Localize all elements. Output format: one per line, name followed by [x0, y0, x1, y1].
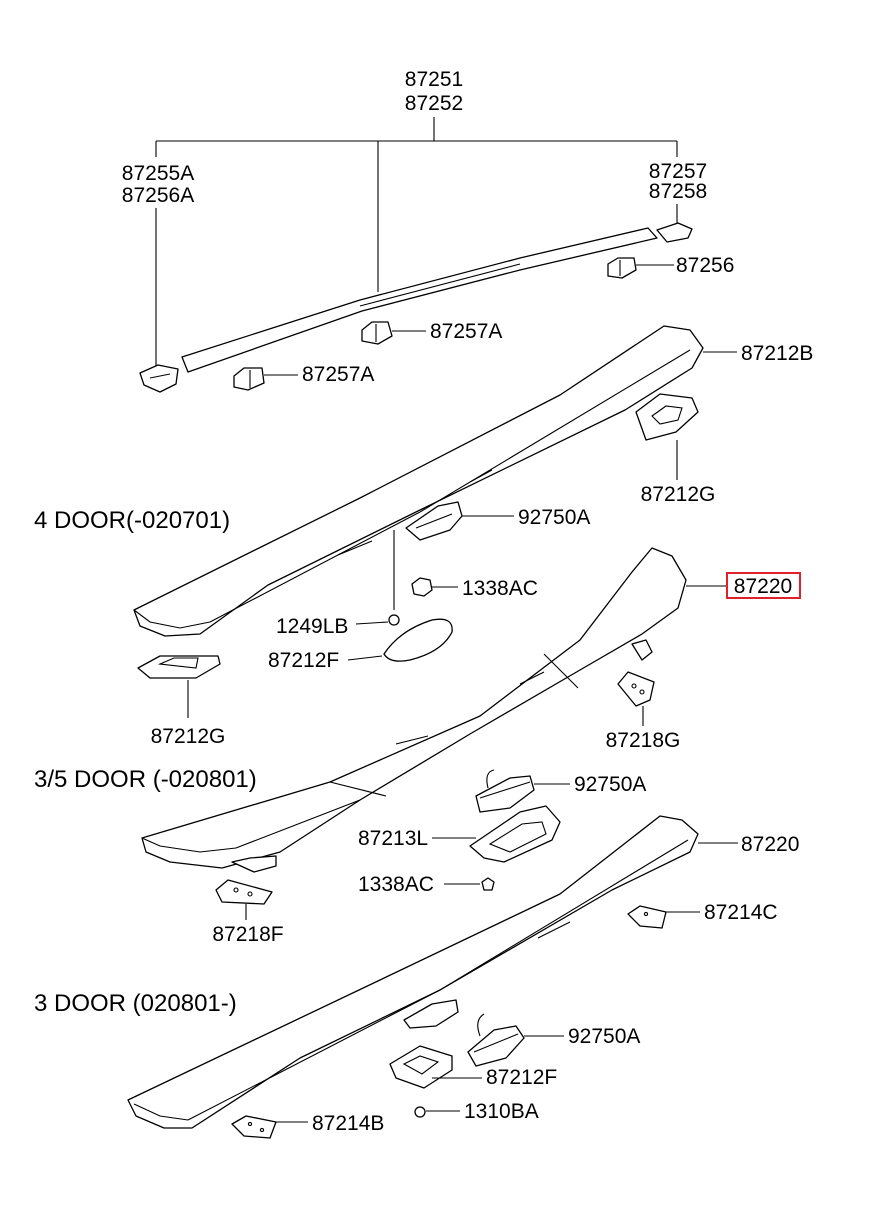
- highlight-box-87220: [726, 572, 801, 599]
- callout-87212G-right[interactable]: 87212G: [641, 483, 716, 506]
- nut-1310BA[interactable]: [414, 1106, 460, 1118]
- callout-87257A-lower[interactable]: 87257A: [302, 363, 374, 386]
- end-cap-right[interactable]: [656, 222, 693, 243]
- callout-87257[interactable]: 87257: [649, 160, 707, 183]
- callout-1338AC-35door[interactable]: 1338AC: [358, 873, 434, 896]
- molding-strip[interactable]: [181, 227, 658, 373]
- callout-1310BA[interactable]: 1310BA: [464, 1100, 539, 1123]
- spoiler-3door[interactable]: [127, 815, 738, 1129]
- callout-87213L[interactable]: 87213L: [358, 827, 428, 850]
- callout-87214C[interactable]: 87214C: [704, 901, 778, 924]
- pad-87212G-left[interactable]: [137, 655, 221, 718]
- callout-87257A-upper[interactable]: 87257A: [430, 320, 502, 343]
- callout-87212F-3door[interactable]: 87212F: [486, 1066, 557, 1089]
- callout-87258[interactable]: 87258: [649, 180, 707, 203]
- callout-87256[interactable]: 87256: [676, 254, 734, 277]
- bracket-87218G[interactable]: [617, 671, 655, 726]
- bracket-87214C[interactable]: [627, 905, 700, 929]
- bracket-87214B[interactable]: [231, 1115, 308, 1139]
- lamp-92750A-4door[interactable]: [405, 501, 514, 541]
- pad-87212G-right[interactable]: [635, 393, 699, 480]
- callout-87251[interactable]: 87251: [405, 68, 463, 91]
- clip-87257A-lower[interactable]: [233, 367, 298, 391]
- lamp-92750A-35door[interactable]: [475, 769, 570, 813]
- section-title-3door: 3 DOOR (020801-): [34, 990, 237, 1017]
- top-leader-tree: [155, 117, 678, 370]
- pad-87212F-4door[interactable]: [347, 618, 453, 662]
- callout-87255A[interactable]: 87255A: [122, 162, 194, 185]
- section-title-35door: 3/5 DOOR (-020801): [34, 766, 257, 793]
- callout-87252[interactable]: 87252: [405, 92, 463, 115]
- callout-92750A-35door[interactable]: 92750A: [574, 773, 646, 796]
- pad-87212F-3door[interactable]: [389, 1045, 482, 1089]
- section-title-4door: 4 DOOR(-020701): [34, 507, 230, 534]
- callout-87256A[interactable]: 87256A: [122, 184, 194, 207]
- nut-1338AC-35door[interactable]: [444, 877, 495, 891]
- callout-87212F-4door[interactable]: 87212F: [268, 649, 339, 672]
- callout-92750A-4door[interactable]: 92750A: [518, 506, 590, 529]
- spoiler-4door[interactable]: [133, 325, 737, 637]
- callout-87212G-left[interactable]: 87212G: [151, 725, 226, 748]
- callout-87212B[interactable]: 87212B: [741, 342, 813, 365]
- callout-87220[interactable]: 87220: [741, 833, 799, 856]
- callout-1249LB[interactable]: 1249LB: [276, 615, 348, 638]
- lamp-92750A-3door[interactable]: [467, 1013, 564, 1067]
- clip-87257A-upper[interactable]: [361, 321, 426, 345]
- callout-92750A-3door[interactable]: 92750A: [568, 1025, 640, 1048]
- callout-87220-highlighted[interactable]: 87220: [734, 575, 792, 598]
- nut-1338AC-4door[interactable]: [411, 577, 458, 597]
- spoiler-35door[interactable]: [141, 547, 727, 873]
- bracket-87213L[interactable]: [432, 805, 561, 863]
- bracket-87218F[interactable]: [215, 879, 273, 920]
- callout-1338AC-4door[interactable]: 1338AC: [462, 577, 538, 600]
- callout-87218G[interactable]: 87218G: [606, 729, 681, 752]
- callout-87218F[interactable]: 87218F: [212, 923, 283, 946]
- screw-1249LB[interactable]: [355, 530, 400, 626]
- callout-87214B[interactable]: 87214B: [312, 1112, 384, 1135]
- end-cap-left[interactable]: [139, 364, 179, 393]
- clip-87256[interactable]: [607, 257, 674, 279]
